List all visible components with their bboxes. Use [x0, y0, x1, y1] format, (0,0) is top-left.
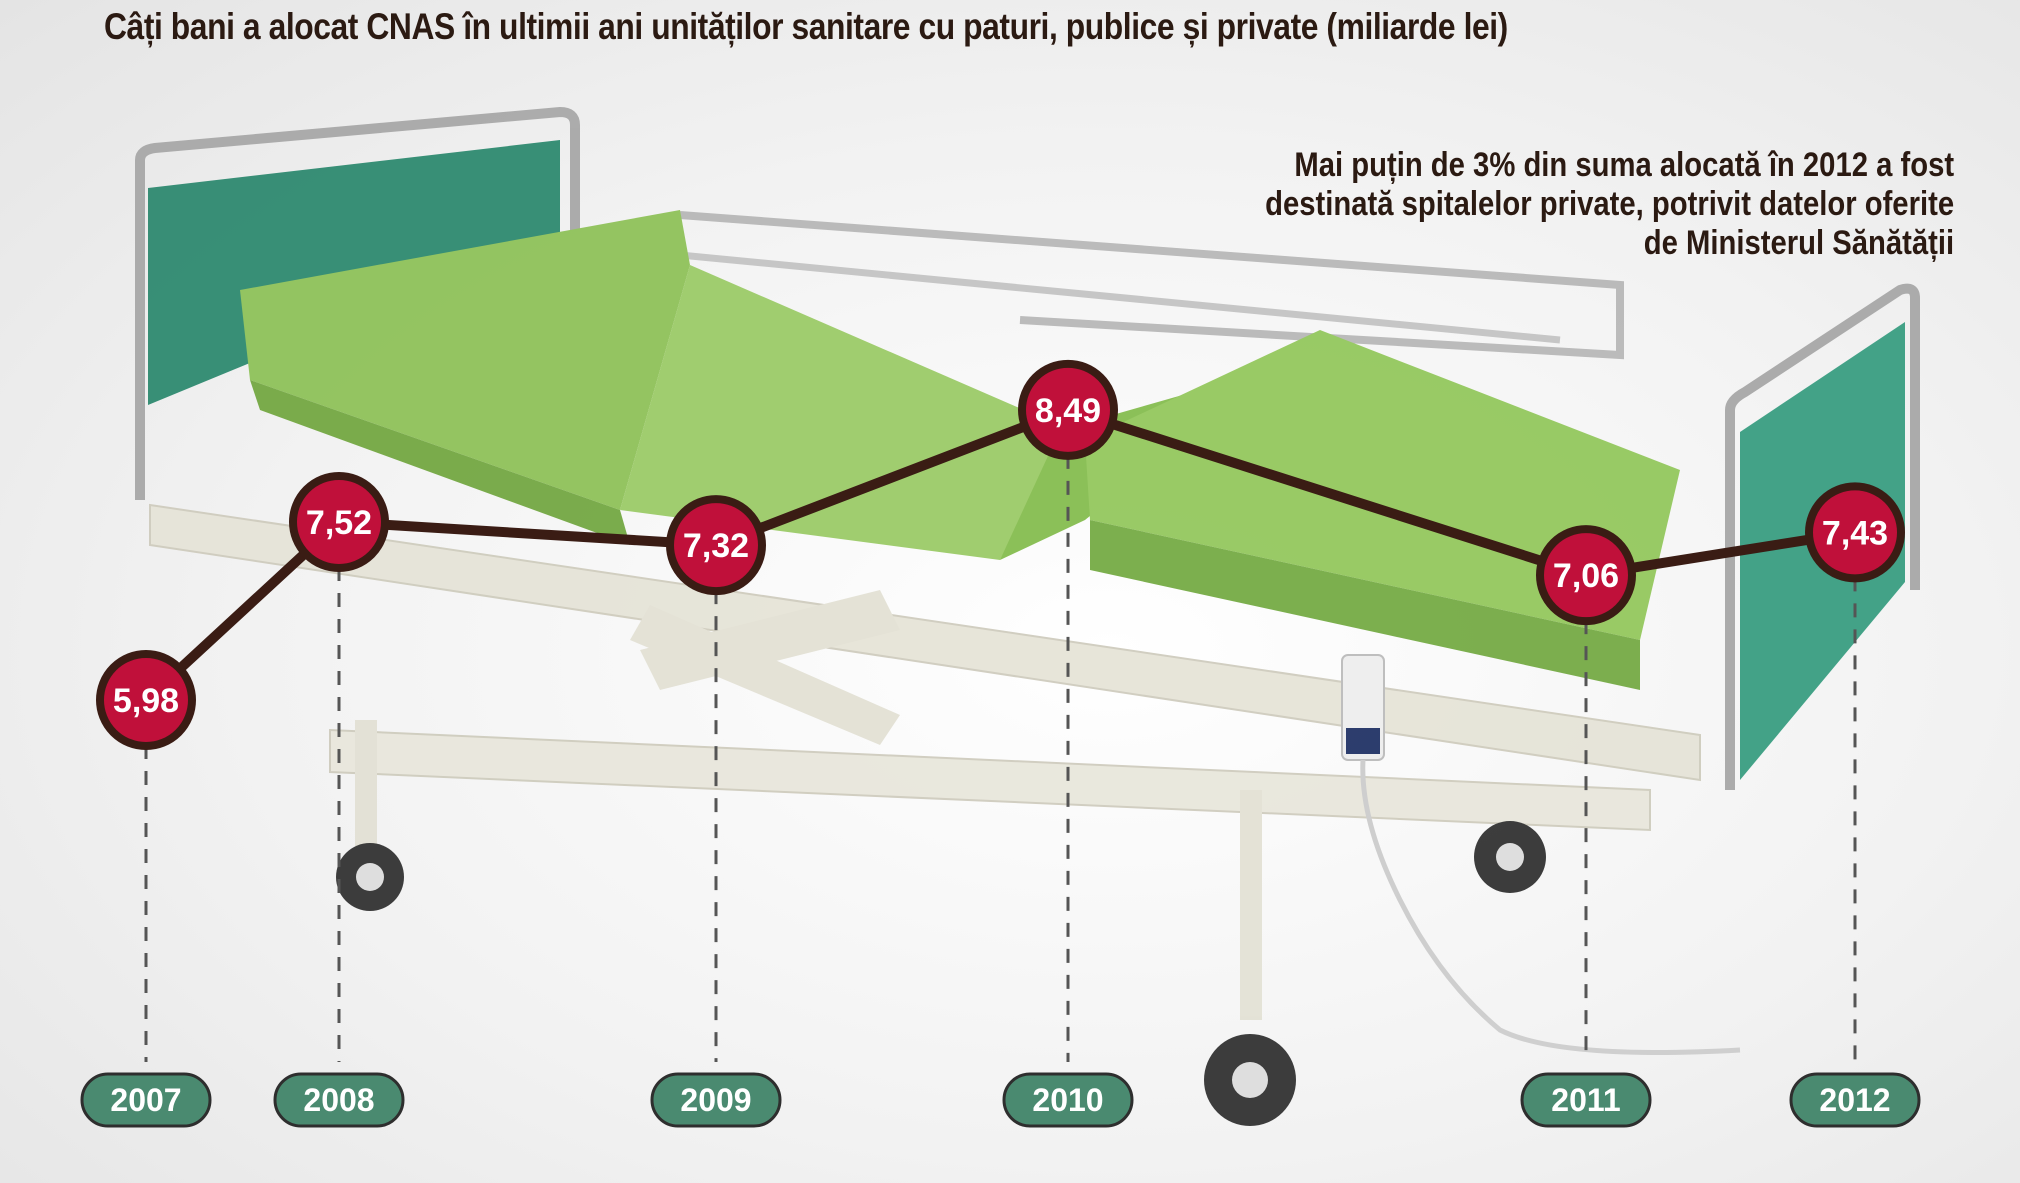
data-point — [1018, 359, 1118, 460]
tick-label: 2012 — [1819, 1082, 1890, 1118]
data-point — [1805, 482, 1905, 583]
tick-label: 2011 — [1551, 1082, 1620, 1118]
year-badge — [80, 1072, 212, 1128]
year-axis-labels: 2007 2008 2009 2010 2011 2012 — [80, 1072, 1921, 1128]
hospital-bed-illustration — [135, 106, 1920, 1126]
tick-label: 2007 — [110, 1082, 181, 1118]
annotation-line: Mai puțin de 3% din suma alocată în 2012… — [1294, 146, 1954, 184]
year-guide-lines — [144, 454, 1857, 1062]
data-markers: 5,98 7,52 7,32 8,49 7,06 7,43 — [96, 359, 1905, 750]
data-label: 5,98 — [113, 682, 179, 720]
annotation-line: destinată spitalelor private, potrivit d… — [1265, 185, 1954, 223]
data-point — [1536, 525, 1636, 626]
data-label: 7,43 — [1822, 514, 1888, 552]
year-badge — [1002, 1072, 1134, 1128]
line-segment — [334, 516, 721, 551]
year-badge — [1520, 1072, 1652, 1128]
year-badge — [1789, 1072, 1921, 1128]
chart-annotation: Mai puțin de 3% din suma alocată în 2012… — [1265, 146, 1954, 263]
tick-label: 2009 — [680, 1082, 751, 1118]
year-badge — [273, 1072, 405, 1128]
data-label: 8,49 — [1035, 392, 1101, 430]
data-label: 7,52 — [306, 504, 372, 542]
data-label: 7,32 — [683, 527, 749, 565]
tick-label: 2008 — [303, 1082, 374, 1118]
line-segment — [711, 404, 1073, 551]
data-point — [96, 650, 196, 750]
line-segment — [1063, 404, 1591, 581]
year-badge — [650, 1072, 782, 1128]
data-point — [666, 495, 766, 596]
annotation-line: de Ministerul Sănătății — [1643, 224, 1954, 262]
chart-title: Câți bani a alocat CNAS în ultimii ani u… — [104, 6, 1508, 47]
data-label: 7,06 — [1553, 557, 1619, 595]
tick-label: 2010 — [1032, 1082, 1103, 1118]
data-point — [289, 471, 389, 572]
